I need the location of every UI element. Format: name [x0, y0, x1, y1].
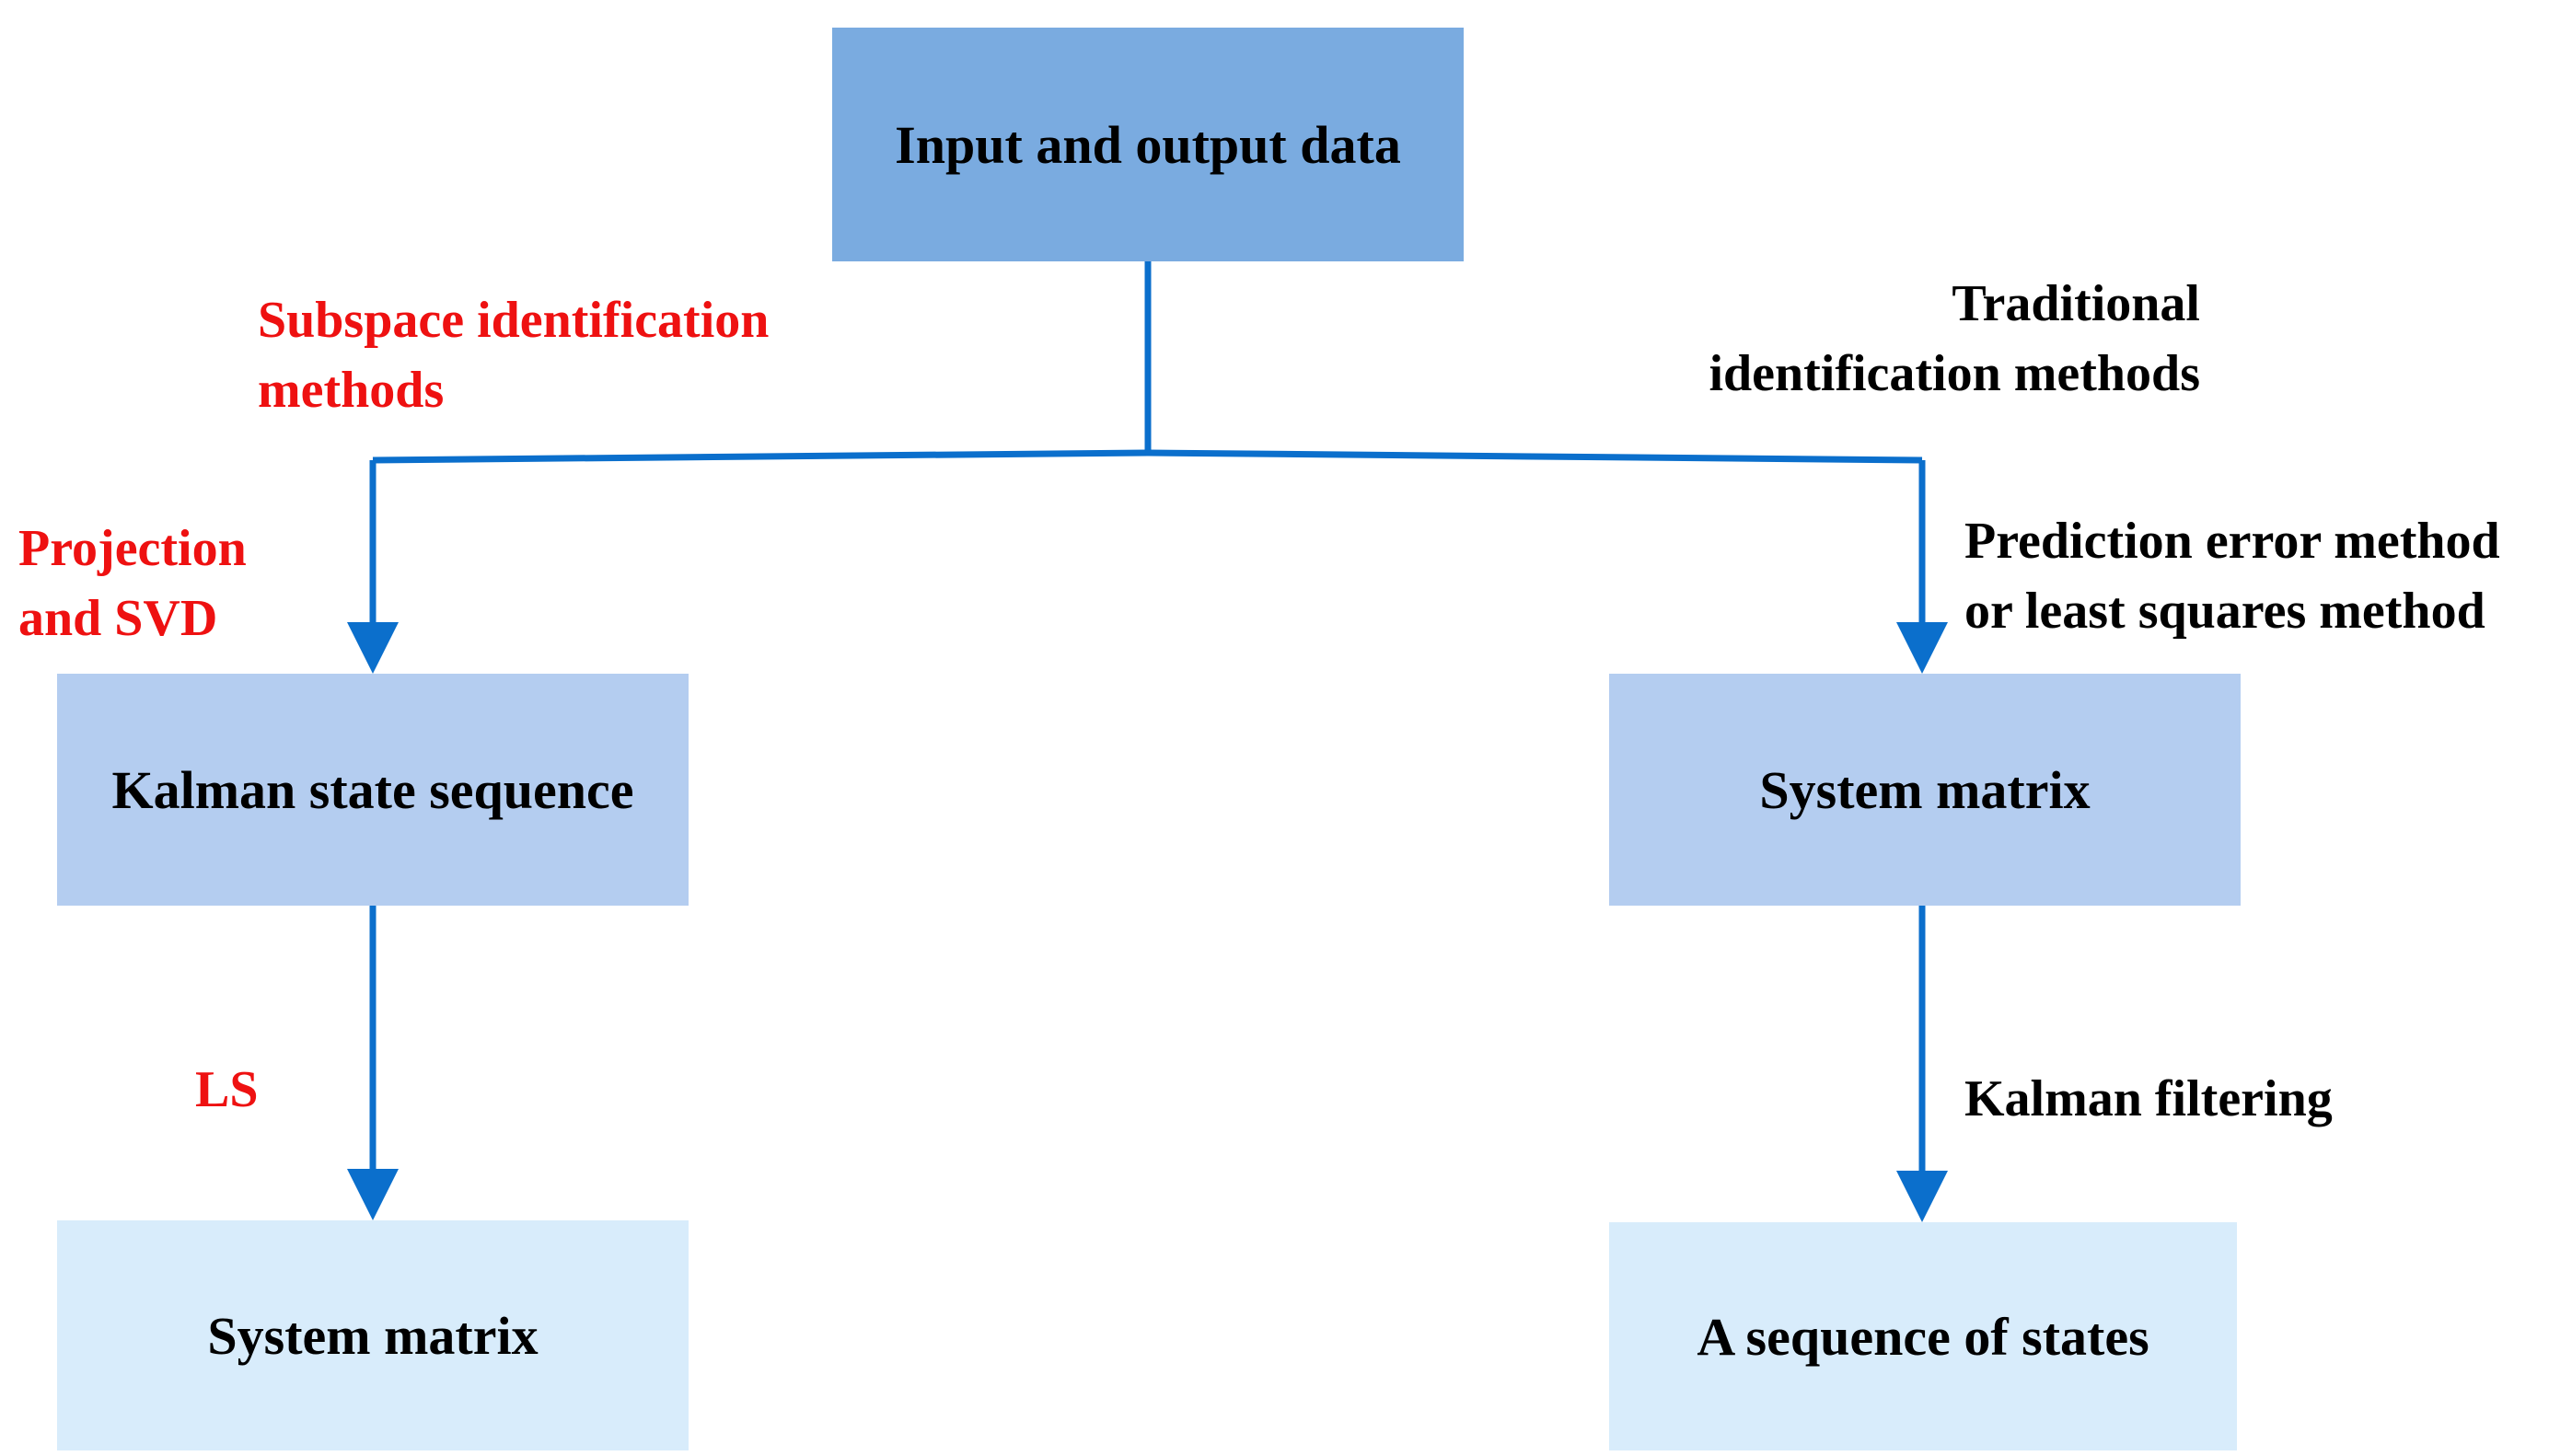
label-subspace-line2: methods — [258, 362, 445, 419]
label-traditional-line2: identification methods — [1709, 345, 2200, 402]
node-kalman-state-sequence: Kalman state sequence — [57, 674, 689, 906]
label-ls-text: LS — [195, 1061, 259, 1118]
label-ls: LS — [195, 1055, 259, 1125]
label-traditional-identification: Traditional identification methods — [1639, 269, 2200, 409]
connector-horizontal-bar — [372, 449, 1923, 464]
node-input-output-label: Input and output data — [895, 114, 1401, 175]
node-system-matrix-right-label: System matrix — [1759, 759, 2091, 820]
node-input-output-data: Input and output data — [832, 28, 1464, 261]
label-projection-line2: and SVD — [18, 590, 218, 647]
node-kalman-state-sequence-label: Kalman state sequence — [111, 759, 634, 820]
label-kalman-filtering-text: Kalman filtering — [1964, 1070, 2333, 1127]
label-subspace-identification: Subspace identification methods — [258, 285, 769, 425]
node-system-matrix-right: System matrix — [1609, 674, 2241, 906]
node-system-matrix-left: System matrix — [57, 1220, 689, 1450]
label-projection-svd: Projection and SVD — [18, 514, 247, 653]
node-sequence-of-states-label: A sequence of states — [1697, 1306, 2149, 1367]
label-prediction-error: Prediction error method or least squares… — [1964, 506, 2500, 646]
label-projection-line1: Projection — [18, 520, 247, 577]
label-subspace-line1: Subspace identification — [258, 292, 770, 349]
label-traditional-line1: Traditional — [1952, 275, 2200, 332]
node-system-matrix-left-label: System matrix — [207, 1305, 539, 1366]
label-prediction-line1: Prediction error method — [1964, 513, 2500, 570]
label-kalman-filtering: Kalman filtering — [1964, 1064, 2333, 1134]
node-sequence-of-states: A sequence of states — [1609, 1222, 2237, 1450]
label-prediction-line2: or least squares method — [1964, 583, 2485, 640]
